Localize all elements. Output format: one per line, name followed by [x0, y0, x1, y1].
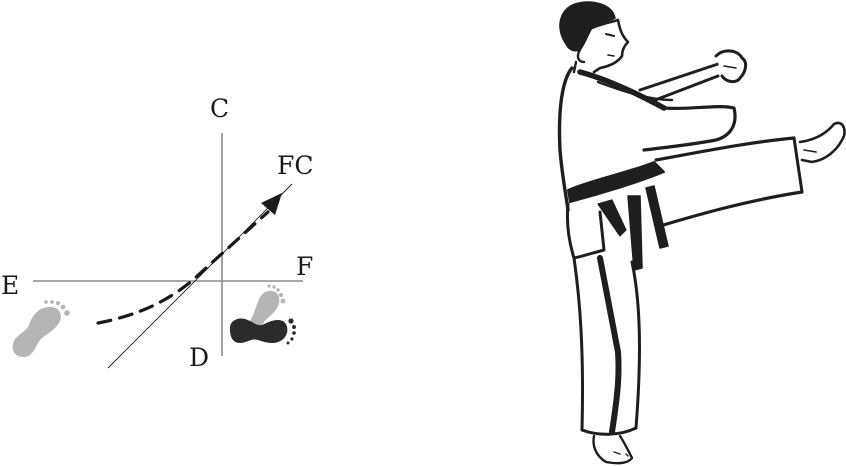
- footprints-icon: [229, 284, 296, 345]
- label-northeast: FC: [277, 151, 314, 180]
- label-east: F: [296, 252, 314, 281]
- footprint-icon: [12, 300, 70, 358]
- martial-artist-figure: [557, 1, 846, 465]
- label-north: C: [210, 94, 230, 123]
- label-south: D: [189, 343, 210, 372]
- arrowhead-icon: [261, 193, 282, 215]
- movement-path: [96, 210, 270, 325]
- label-west: E: [1, 271, 20, 300]
- diagonal-line: [107, 183, 293, 369]
- black-belt: [567, 161, 665, 203]
- hair: [559, 1, 616, 52]
